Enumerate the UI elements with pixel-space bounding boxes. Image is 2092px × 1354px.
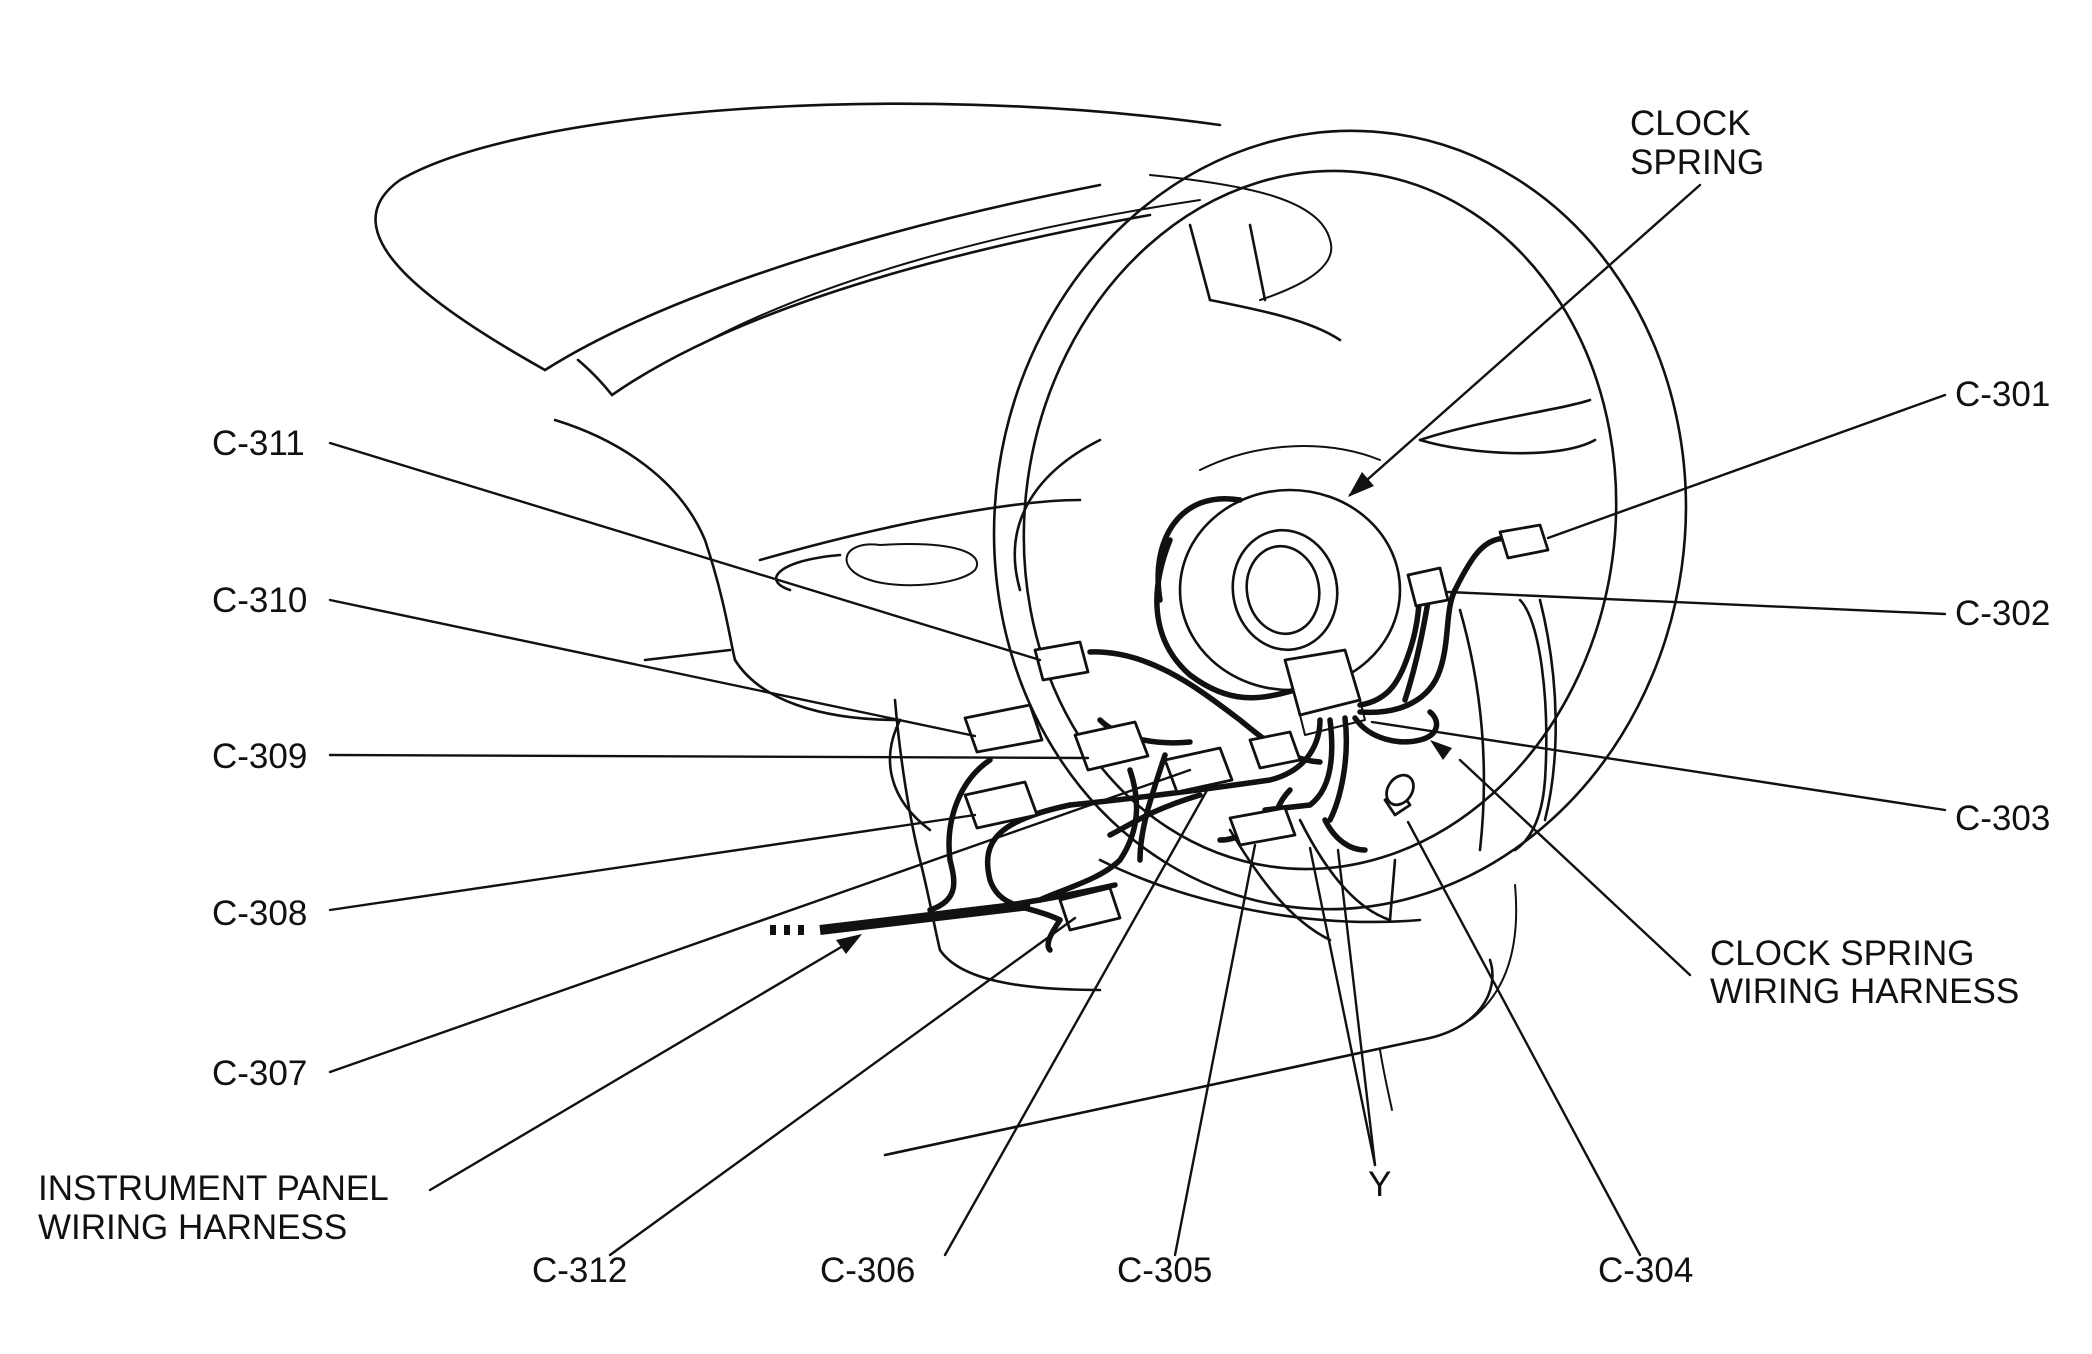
label-c301: C-301 [1955,375,2050,414]
label-c308: C-308 [212,894,307,933]
connector-c302 [1406,566,1450,608]
connector-c311 [1033,640,1090,682]
label-cs-harness-line1: CLOCK SPRING [1710,934,1975,973]
label-c303: C-303 [1955,799,2050,838]
label-clock-spring-line1: CLOCK [1630,104,1751,143]
connector-c310 [963,703,1044,754]
connector-c306 [1163,746,1234,794]
label-c304: C-304 [1598,1251,1693,1290]
labels: CLOCK SPRING C-301 C-302 C-303 CLOCK SPR… [38,104,2050,1290]
clock-spring [1154,488,1402,736]
steering-wheel [992,129,1688,942]
label-ip-harness-line2: WIRING HARNESS [38,1208,347,1247]
label-c306: C-306 [820,1251,915,1290]
label-c311: C-311 [212,424,305,463]
connector-c309 [1073,720,1150,772]
connectors [963,523,1550,932]
leader-lines [328,183,1947,1257]
label-clock-spring-line2: SPRING [1630,143,1764,182]
label-c310: C-310 [212,581,307,620]
connector-c306b [1248,730,1302,770]
label-c307: C-307 [212,1054,307,1093]
connector-c301 [1498,523,1550,560]
connector-c305 [1228,806,1297,847]
connector-c312 [1058,886,1122,932]
label-y: Y [1368,1165,1391,1204]
dashboard-outline [374,102,1548,1157]
label-ip-harness-line1: INSTRUMENT PANEL [38,1169,389,1208]
label-c302: C-302 [1955,594,2050,633]
wiring [770,535,1523,953]
label-cs-harness-line2: WIRING HARNESS [1710,972,2019,1011]
label-c309: C-309 [212,737,307,776]
label-c305: C-305 [1117,1251,1212,1290]
connector-c308 [963,780,1039,830]
label-c312: C-312 [532,1251,627,1290]
